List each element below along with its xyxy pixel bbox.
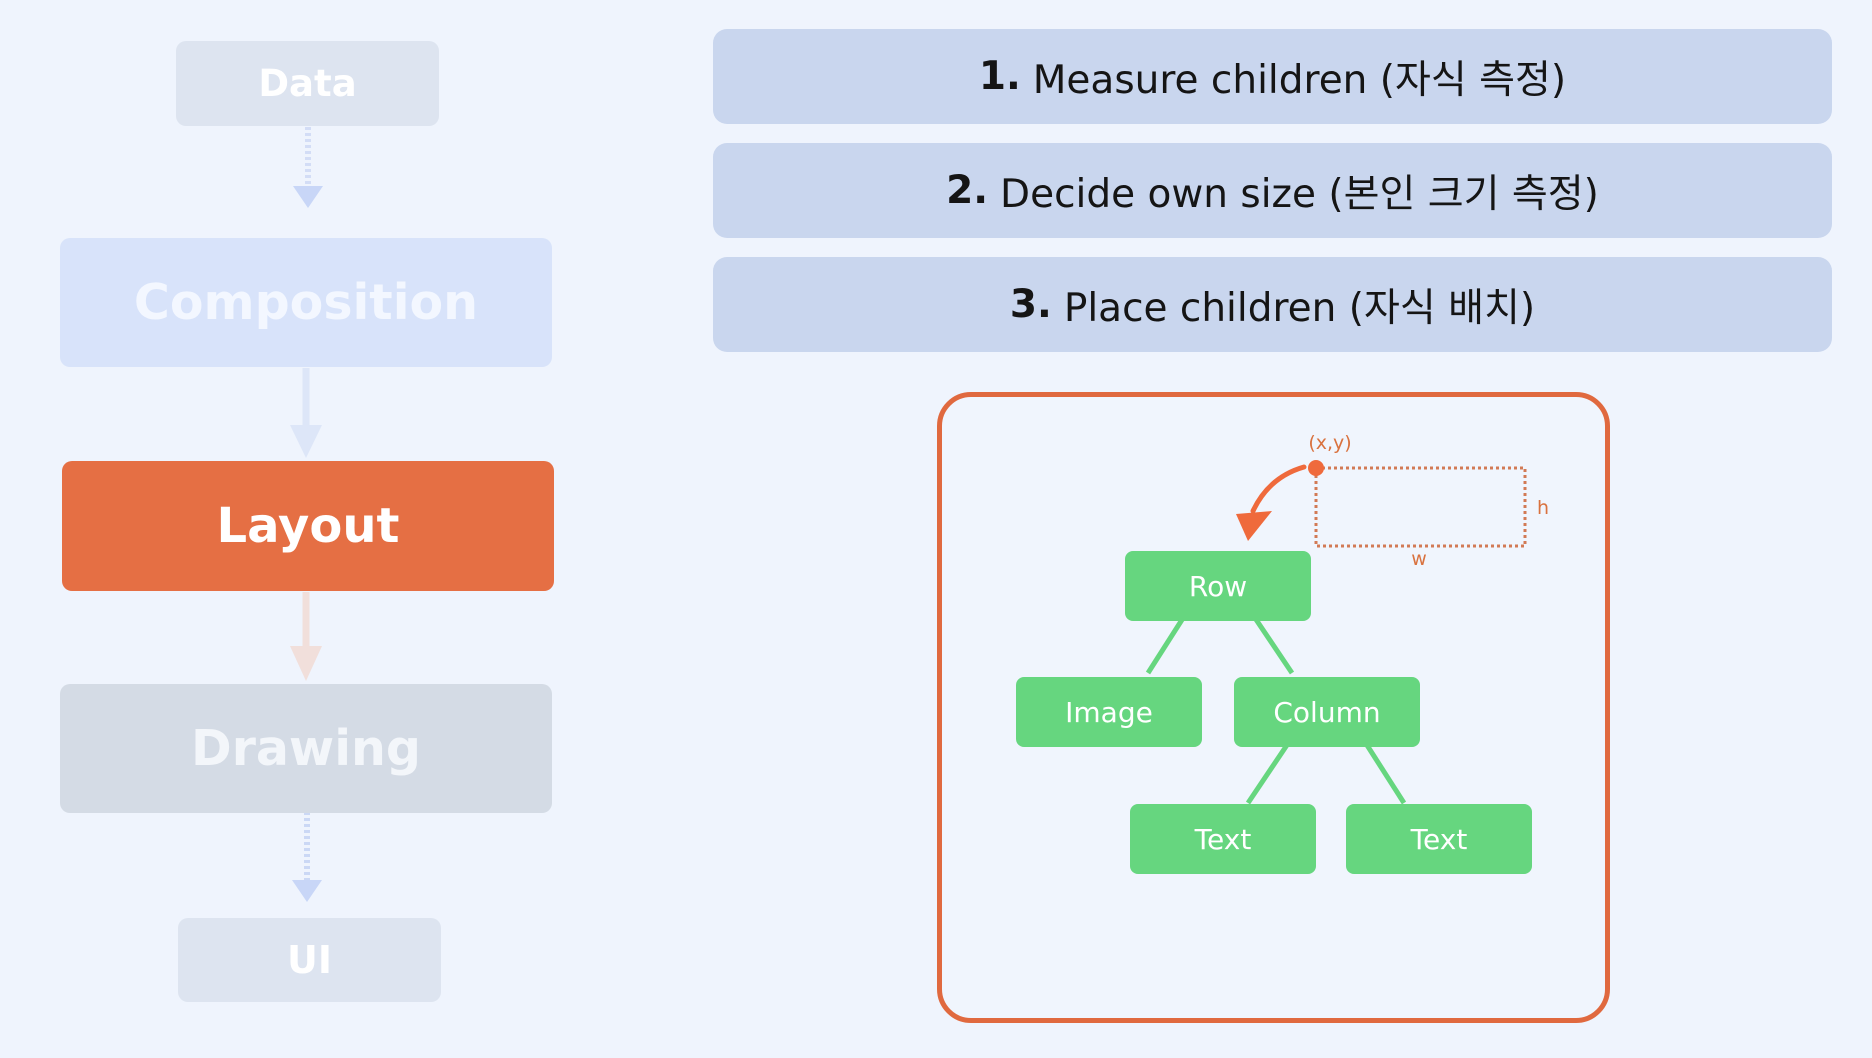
stage-label: Data: [258, 62, 357, 105]
step-text: Place children (자식 배치): [1063, 285, 1536, 331]
layout-tree-diagram: (x,y) w h Row Image Column Text Text: [1016, 432, 1549, 874]
position-dot: [1308, 460, 1324, 476]
node-label: Text: [1194, 823, 1252, 856]
arrow-drawing-to-ui: [292, 812, 322, 902]
step-measure-children: 1. Measure children (자식 측정): [713, 29, 1832, 124]
step-number: 3.: [1009, 282, 1052, 327]
stage-drawing: Drawing: [60, 684, 552, 813]
width-label: w: [1411, 548, 1427, 570]
edge-row-image: [1145, 613, 1188, 675]
node-label: Row: [1189, 570, 1247, 603]
node-label: Column: [1273, 696, 1380, 729]
step-text: Measure children (자식 측정): [1032, 57, 1567, 103]
edge-column-text-right: [1362, 740, 1407, 805]
edge-row-column: [1250, 613, 1295, 675]
stage-composition: Composition: [60, 238, 552, 367]
step-number: 1.: [978, 54, 1021, 99]
bounds-box: [1314, 466, 1527, 548]
height-label: h: [1537, 497, 1549, 519]
stage-data: Data: [176, 41, 439, 126]
stage-label: Composition: [133, 274, 479, 331]
edge-column-text-left: [1245, 740, 1292, 805]
node-label: Text: [1410, 823, 1468, 856]
arrow-layout-to-drawing: [290, 592, 322, 681]
tree-edges: [1145, 613, 1407, 805]
arrow-data-to-composition: [293, 127, 323, 208]
stage-label: UI: [287, 938, 332, 982]
stage-ui: UI: [178, 918, 441, 1002]
tree-node-row: Row: [1125, 551, 1311, 621]
stage-label: Layout: [216, 498, 400, 554]
layout-tree-panel: (x,y) w h Row Image Column Text Text: [937, 392, 1610, 1023]
arrow-composition-to-layout: [290, 368, 322, 458]
step-text: Decide own size (본인 크기 측정): [1000, 171, 1599, 217]
step-decide-size: 2. Decide own size (본인 크기 측정): [713, 143, 1832, 238]
step-number: 2.: [946, 168, 989, 213]
stage-label: Drawing: [191, 720, 421, 777]
tree-node-image: Image: [1016, 677, 1202, 747]
placement-arrowhead: [1236, 511, 1272, 541]
node-label: Image: [1065, 696, 1153, 729]
tree-node-text-left: Text: [1130, 804, 1316, 874]
placement-arrow: [1250, 464, 1307, 514]
step-place-children: 3. Place children (자식 배치): [713, 257, 1832, 352]
stage-layout-active: Layout: [62, 461, 554, 591]
tree-node-text-right: Text: [1346, 804, 1532, 874]
tree-node-column: Column: [1234, 677, 1420, 747]
position-label: (x,y): [1308, 432, 1351, 454]
